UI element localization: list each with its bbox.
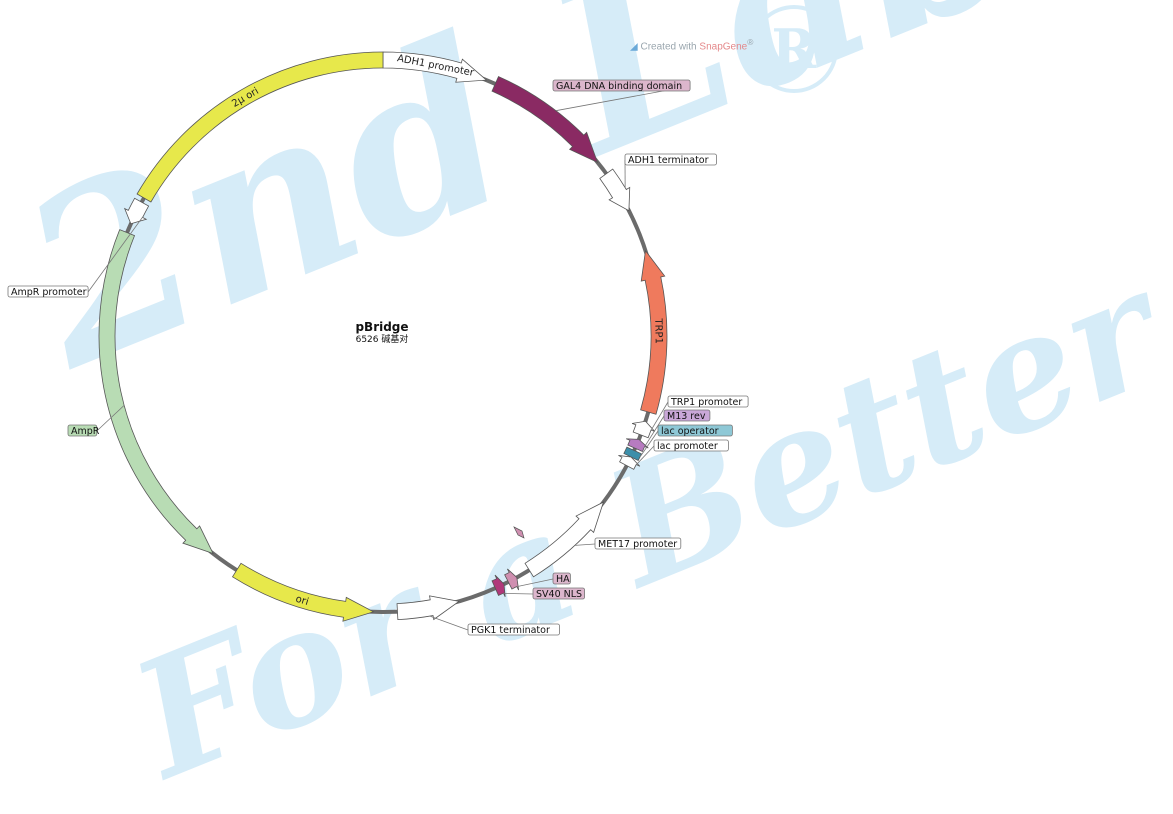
sv40-nls-leader-line: [503, 593, 533, 594]
ori-feature[interactable]: [233, 563, 374, 621]
pgk1-terminator-feature[interactable]: [397, 596, 459, 620]
met17-promoter-label: MET17 promoter: [598, 539, 677, 550]
two-mu-ori-feature[interactable]: [137, 52, 383, 202]
ampr-promoter-feature[interactable]: [125, 198, 149, 223]
met17-promoter-leader-line: [575, 544, 595, 545]
trp1-label: TRP1: [652, 317, 663, 344]
sv40-nls-label: SV40 NLS: [536, 589, 582, 600]
ha-label: HA: [556, 574, 570, 585]
trp1-promoter-label: TRP1 promoter: [670, 397, 742, 408]
adh1-terminator-label: ADH1 terminator: [628, 155, 709, 166]
m13-rev-label: M13 rev: [667, 411, 706, 422]
ampr-label: AmpR: [71, 426, 100, 437]
ha-leader-line: [516, 579, 553, 587]
lac-operator-label: lac operator: [661, 426, 719, 437]
met17-promoter-feature[interactable]: [525, 502, 603, 577]
gal4-label: GAL4 DNA binding domain: [556, 81, 682, 92]
pgk1-terminator-label: PGK1 terminator: [471, 625, 550, 636]
plasmid-length: 6526 碱基对: [356, 333, 409, 345]
plasmid-name: pBridge: [355, 320, 408, 334]
lac-promoter-label: lac promoter: [657, 441, 718, 452]
ampr-feature[interactable]: [99, 230, 213, 554]
ha-small-glyph: [514, 527, 524, 538]
ampr-promoter-label: AmpR promoter: [11, 287, 87, 298]
pgk1-terminator-leader-line: [430, 616, 468, 630]
